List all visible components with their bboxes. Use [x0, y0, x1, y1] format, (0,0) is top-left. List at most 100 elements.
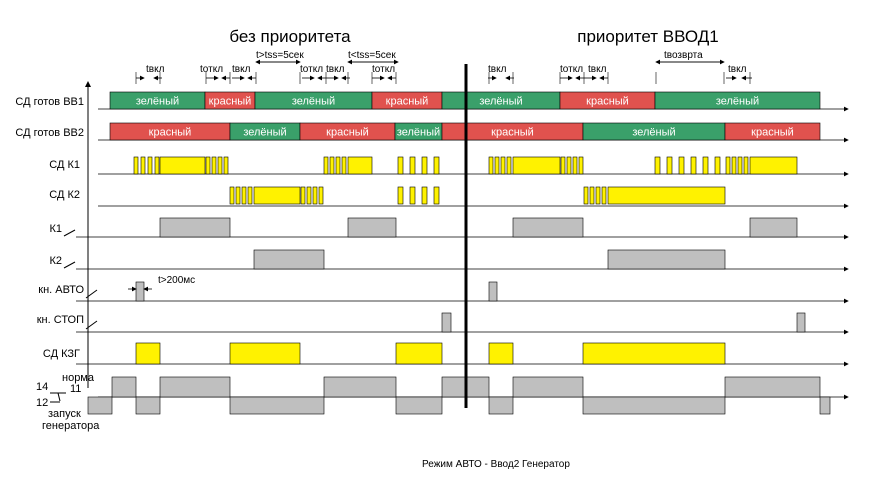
k1-blink-h-3: [743, 156, 749, 175]
k2-blink-d-0: [583, 186, 589, 205]
label-sd-kzg: СД КЗГ: [43, 348, 80, 360]
vv2-seg-3-label: зелёный: [397, 127, 440, 139]
k2-on-0: [253, 249, 325, 270]
k2-blink-c-3: [433, 186, 440, 205]
vv1-seg-2-label: зелёный: [292, 96, 335, 108]
ann-t-on-4: tвкл: [488, 64, 507, 75]
k1-solid-a: [159, 156, 206, 175]
k1-blink-d-1: [409, 156, 416, 175]
vv2-seg-6-label: красный: [751, 127, 794, 139]
gen-switch-contact: [57, 392, 61, 402]
k1-blink-a-0: [133, 156, 139, 175]
label-btn-auto: кн. АВТО: [38, 284, 84, 296]
k2-on-1: [607, 249, 726, 270]
ann-t-on-3: tвкл: [326, 64, 345, 75]
label-sd-k2: СД К2: [49, 189, 80, 201]
vv1-seg-6: [654, 91, 821, 110]
stop-press-1: [796, 312, 806, 333]
vv1-seg-4-label: зелёный: [479, 96, 522, 108]
stop-press-0: [441, 312, 452, 333]
k1-blink-h-2: [737, 156, 743, 175]
k1-blink-e-3: [506, 156, 512, 175]
vv2-seg-5-label: зелёный: [632, 127, 675, 139]
k1-blink-h-1: [731, 156, 737, 175]
k1-blink-b-3: [223, 156, 229, 175]
k1-blink-b-2: [217, 156, 223, 175]
timing-annotations: tвкл tоткл tвкл t>tss=5сек tоткл tвкл t<…: [146, 50, 747, 286]
k1-blink-f-3: [578, 156, 584, 175]
kzg-on-2: [395, 342, 443, 365]
kzg-on-3: [488, 342, 514, 365]
k1-blink-c-0: [323, 156, 329, 175]
k2-blink-a-0: [229, 186, 235, 205]
gen-start-1: [135, 396, 161, 415]
ann-t-on-5: tвкл: [588, 64, 607, 75]
k2-solid-b: [607, 186, 726, 205]
vv2-seg-2-label: красный: [326, 127, 369, 139]
k1-solid-c: [512, 156, 561, 175]
k1-blink-g-3: [690, 156, 697, 175]
ann-gt-200ms: t>200мс: [158, 275, 195, 286]
label-k1: К1: [49, 223, 62, 235]
k2-blink-c-2: [421, 186, 428, 205]
ann-gt-tss: t>tss=5сек: [256, 50, 304, 61]
k1-blink-d-0: [397, 156, 404, 175]
label-gen-start-1: запуск: [48, 408, 81, 420]
gen-norm-1: [159, 376, 231, 398]
ann-t-off-2: tоткл: [300, 64, 323, 75]
label-sd-vv2: СД готов ВВ2: [15, 127, 84, 139]
k1-blink-c-3: [341, 156, 347, 175]
gen-start-0: [87, 396, 113, 415]
k2-blink-b-2: [312, 186, 318, 205]
k1-blink-c-2: [335, 156, 341, 175]
gen-start-6: [819, 396, 831, 415]
ann-t-off-3: tоткл: [372, 64, 395, 75]
k1-blink-d-3: [433, 156, 440, 175]
k1-blink-g-2: [678, 156, 685, 175]
diagram-caption: Режим АВТО - Ввод2 Генератор: [422, 459, 570, 470]
k1-blink-b-0: [205, 156, 211, 175]
ann-lt-tss: t<tss=5сек: [348, 50, 396, 61]
label-pin14: 14: [36, 381, 48, 393]
annotation-arrows: [128, 59, 752, 292]
label-sd-k1: СД К1: [49, 159, 80, 171]
vv2-seg-1-label: зелёный: [243, 127, 286, 139]
k2-blink-b-1: [306, 186, 312, 205]
k1-blink-e-1: [494, 156, 500, 175]
label-sd-vv1: СД готов ВВ1: [15, 96, 84, 108]
ann-t-return: tвозврта: [664, 50, 703, 61]
vv1-seg-1-label: красный: [209, 96, 252, 108]
k2-blink-d-3: [601, 186, 607, 205]
auto-press-1: [488, 281, 498, 302]
k1-blink-e-0: [488, 156, 494, 175]
k1-on-3: [749, 217, 798, 238]
k2-blink-b-3: [318, 186, 324, 205]
gen-norm-5: [724, 376, 821, 398]
k2-blink-d-2: [595, 186, 601, 205]
vv2-seg-6: [724, 122, 821, 141]
k2-blink-c-1: [409, 186, 416, 205]
signal-segments: зелёный красный зелёный красный зелёный красн…: [87, 91, 831, 415]
k1-blink-b-1: [211, 156, 217, 175]
vv1-seg-6-label: зелёный: [716, 96, 759, 108]
title-no-priority: без приоритета: [229, 27, 351, 46]
gen-norm-0: [111, 376, 137, 398]
k1-on-0: [159, 217, 231, 238]
k1-blink-a-3: [154, 156, 160, 175]
kzg-on-4: [582, 342, 726, 365]
gen-start-2: [229, 396, 325, 415]
ann-t-off-4: tоткл: [560, 64, 583, 75]
k2-blink-b-0: [300, 186, 306, 205]
k2-blink-c-0: [397, 186, 404, 205]
label-pin11: 11: [70, 383, 81, 395]
k2-blink-d-1: [589, 186, 595, 205]
k1-blink-c-1: [329, 156, 335, 175]
vv1-seg-3-label: красный: [386, 96, 429, 108]
label-btn-stop: кн. СТОП: [37, 314, 84, 326]
k2-blink-a-2: [241, 186, 247, 205]
k1-on-1: [347, 217, 397, 238]
k2-solid-a: [253, 186, 301, 205]
ann-t-on-1: tвкл: [146, 64, 165, 75]
ann-t-on-6: tвкл: [728, 64, 747, 75]
